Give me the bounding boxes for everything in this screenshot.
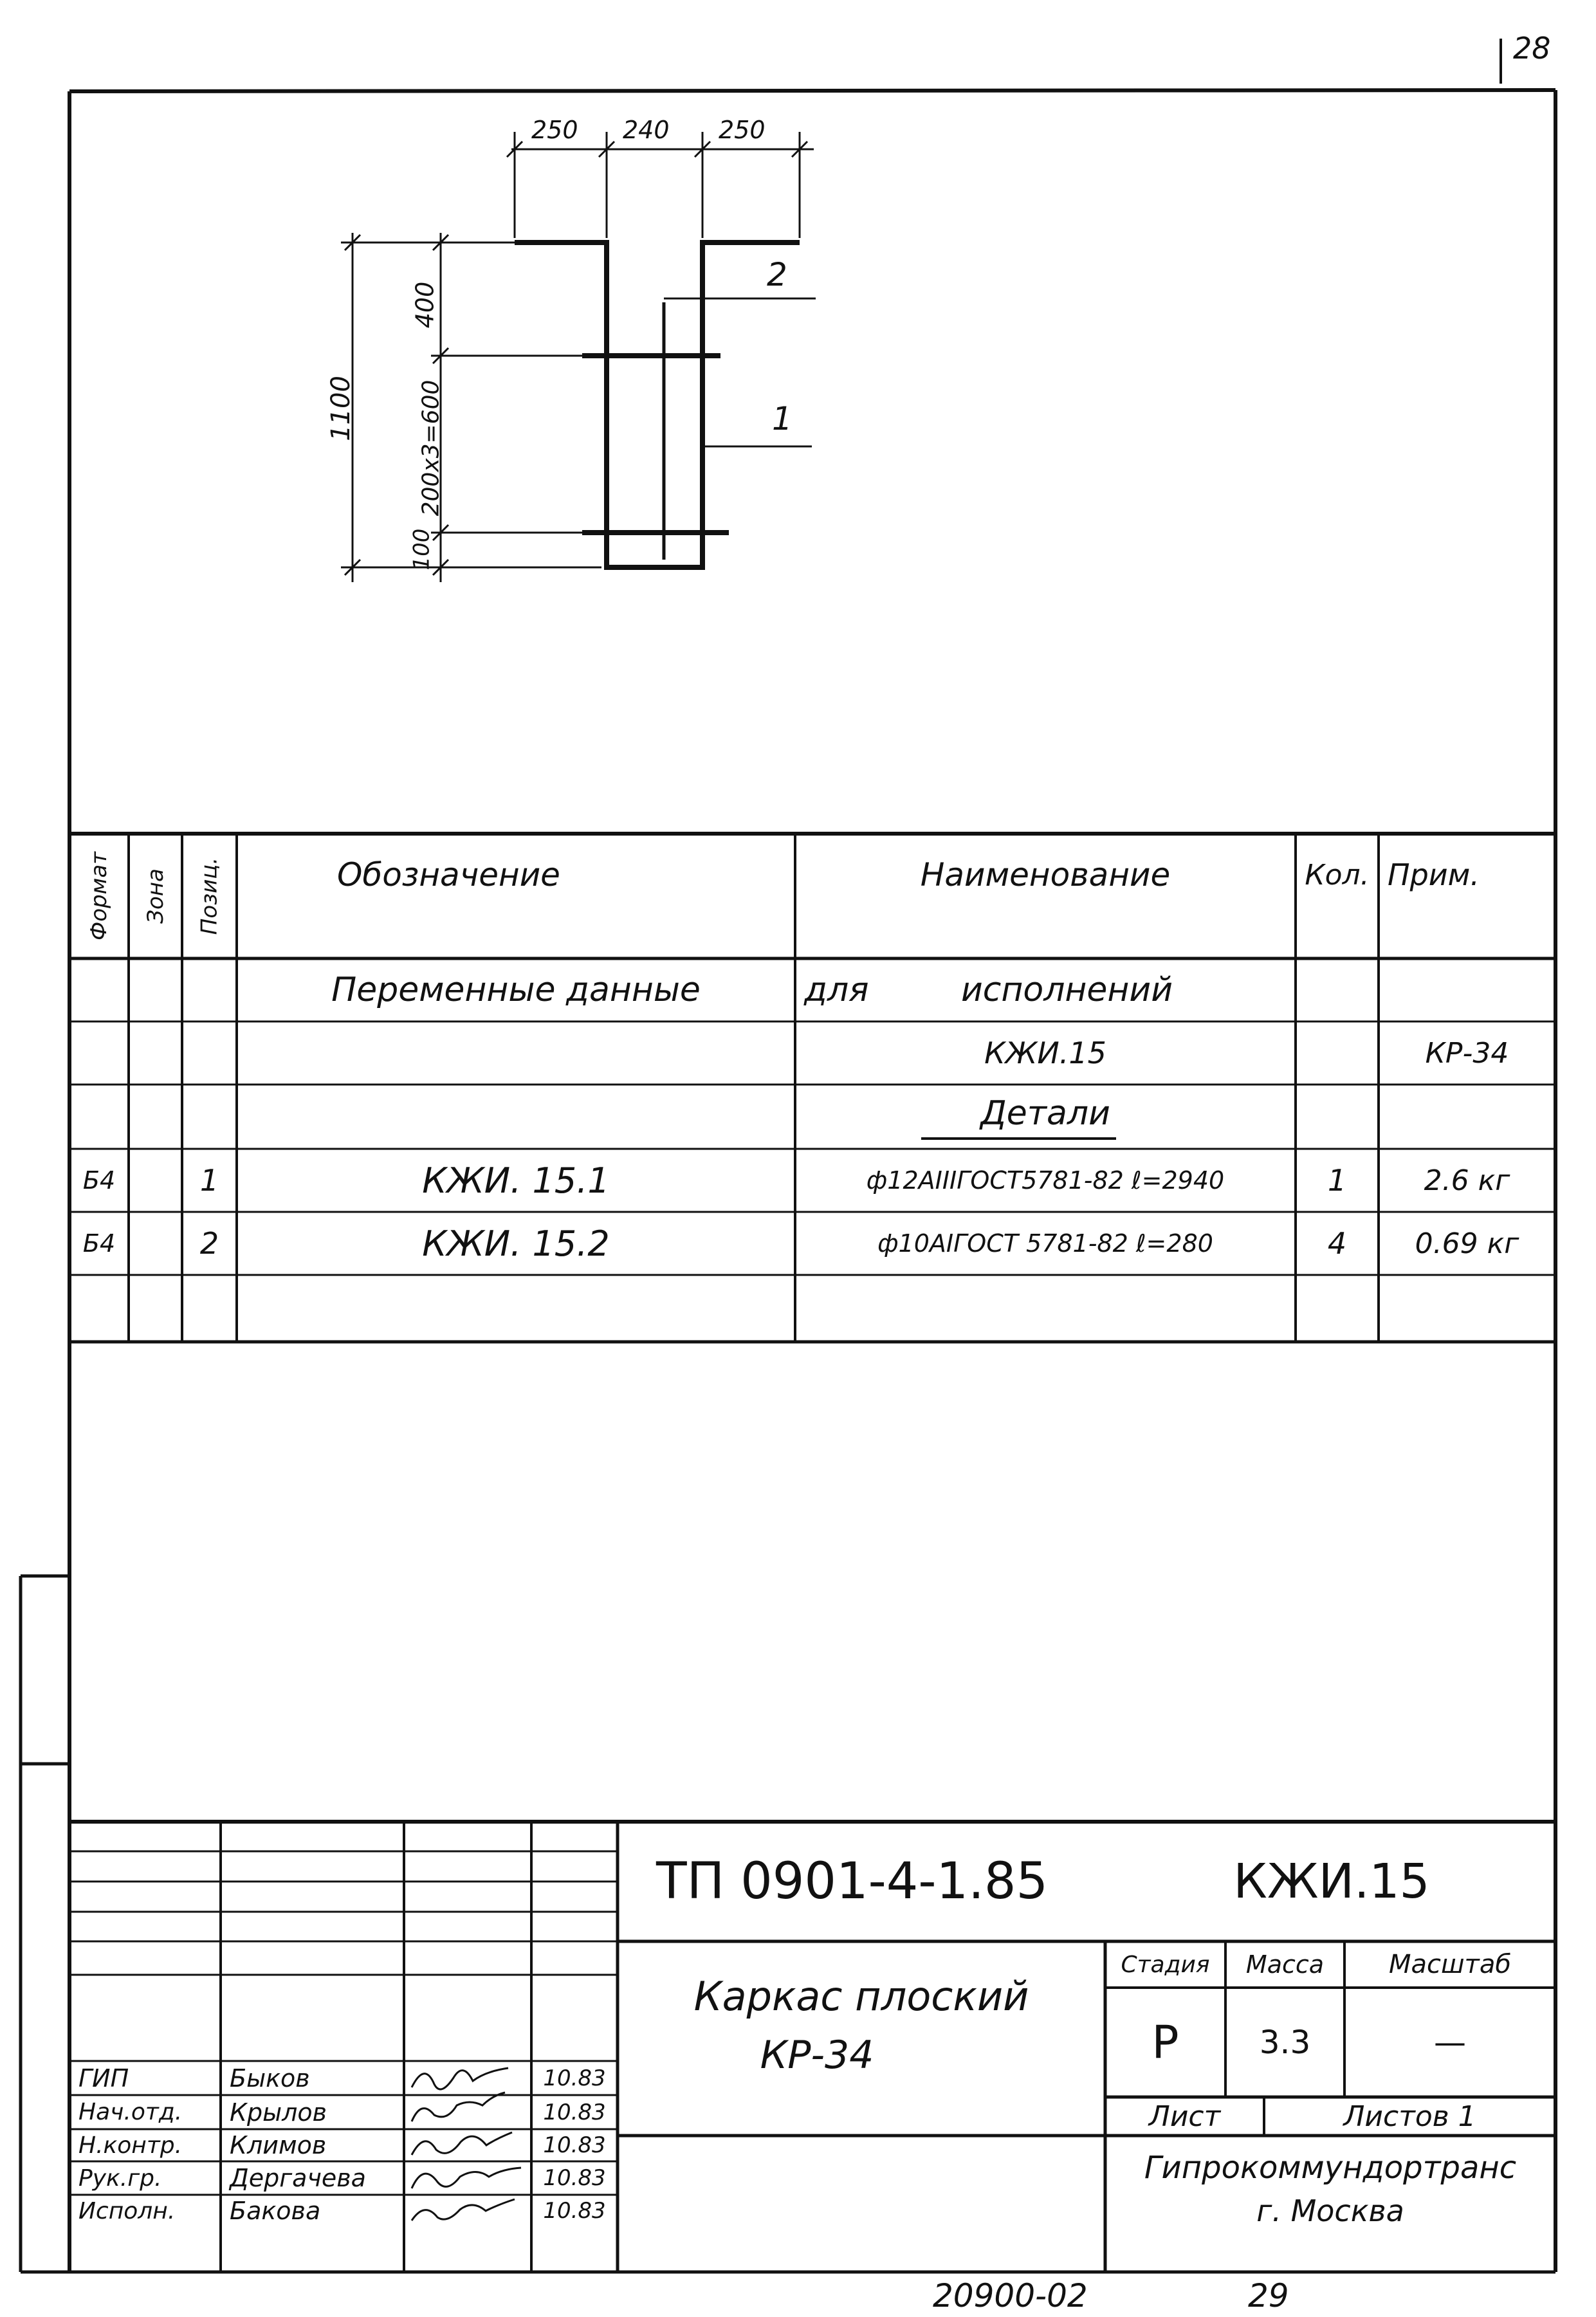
scale-value: — xyxy=(1434,2024,1466,2061)
sig-date-3: 10.83 xyxy=(543,2132,606,2158)
sig-role-3: Н.контр. xyxy=(78,2132,183,2159)
sheet-label: Лист xyxy=(1148,2100,1221,2133)
mass-value: 3.3 xyxy=(1259,2024,1311,2061)
row1-name: ф12АIIIГОСТ5781-82 ℓ=2940 xyxy=(866,1166,1225,1195)
row2-designation: КЖИ. 15.2 xyxy=(422,1223,610,1264)
footer-page: 29 xyxy=(1248,2277,1289,2314)
org-line1: Гипрокоммундортранс xyxy=(1144,2150,1517,2186)
page-number-top: 28 xyxy=(1513,31,1551,66)
row1-pos: 1 xyxy=(199,1163,219,1198)
row-variable-name-a: для xyxy=(804,971,869,1009)
project-code: ТП 0901-4-1.85 xyxy=(656,1853,1049,1910)
row1-format: Б4 xyxy=(82,1166,116,1195)
title-line1: Каркас плоский xyxy=(693,1972,1029,2020)
signature-4 xyxy=(410,2166,522,2189)
sig-date-4: 10.83 xyxy=(543,2165,606,2191)
sig-date-5: 10.83 xyxy=(543,2198,606,2224)
stage-label: Стадия xyxy=(1121,1951,1210,1978)
signature-5 xyxy=(410,2198,515,2221)
org-line2: г. Москва xyxy=(1256,2193,1404,2228)
dim-top-2: 240 xyxy=(623,116,670,144)
title-line2: КР-34 xyxy=(760,2033,874,2078)
doc-code: КЖИ.15 xyxy=(1233,1854,1430,1909)
callout-1: 1 xyxy=(772,400,793,437)
row-kzhi-name: КЖИ.15 xyxy=(984,1036,1106,1070)
mass-label: Масса xyxy=(1245,1950,1325,1979)
sig-role-4: Рук.гр. xyxy=(78,2165,162,2192)
sig-date-1: 10.83 xyxy=(543,2065,606,2091)
row-details-name: Детали xyxy=(980,1094,1110,1133)
stage-value: Р xyxy=(1151,2016,1179,2069)
sig-role-1: ГИП xyxy=(78,2064,129,2093)
row2-note: 0.69 кг xyxy=(1415,1227,1519,1260)
scale-label: Масштаб xyxy=(1388,1950,1512,1979)
footer-inventory: 20900-02 xyxy=(933,2277,1088,2314)
sig-role-5: Исполн. xyxy=(78,2197,176,2224)
header-qty: Кол. xyxy=(1305,858,1370,892)
sig-name-3: Климов xyxy=(230,2131,327,2159)
signature-1 xyxy=(410,2067,509,2091)
row-kzhi-note: КР-34 xyxy=(1425,1036,1509,1070)
sheets-label: Листов 1 xyxy=(1343,2100,1476,2133)
sig-role-2: Нач.отд. xyxy=(78,2099,183,2125)
signature-3 xyxy=(410,2131,513,2156)
dim-top-1: 250 xyxy=(531,116,578,144)
sig-name-5: Бакова xyxy=(230,2197,321,2225)
sig-date-2: 10.83 xyxy=(543,2099,606,2125)
sig-name-1: Быков xyxy=(230,2064,310,2093)
header-note: Прим. xyxy=(1388,857,1480,892)
signature-2 xyxy=(410,2091,506,2122)
sig-name-4: Дергачева xyxy=(230,2164,366,2192)
row2-name: ф10АIГОСТ 5781-82 ℓ=280 xyxy=(877,1229,1213,1258)
row-variable-designation: Переменные данные xyxy=(331,971,701,1009)
dim-top-3: 250 xyxy=(719,116,766,144)
row1-note: 2.6 кг xyxy=(1424,1164,1510,1197)
sig-name-2: Крылов xyxy=(230,2098,327,2127)
row2-format: Б4 xyxy=(82,1229,116,1258)
row2-qty: 4 xyxy=(1327,1226,1347,1261)
row-variable-name-b: исполнений xyxy=(961,971,1173,1009)
header-name: Наименование xyxy=(920,856,1171,893)
header-designation: Обозначение xyxy=(337,856,560,893)
row1-designation: КЖИ. 15.1 xyxy=(422,1160,610,1201)
row1-qty: 1 xyxy=(1327,1163,1347,1198)
callout-2: 2 xyxy=(767,256,787,293)
row2-pos: 2 xyxy=(199,1226,219,1261)
